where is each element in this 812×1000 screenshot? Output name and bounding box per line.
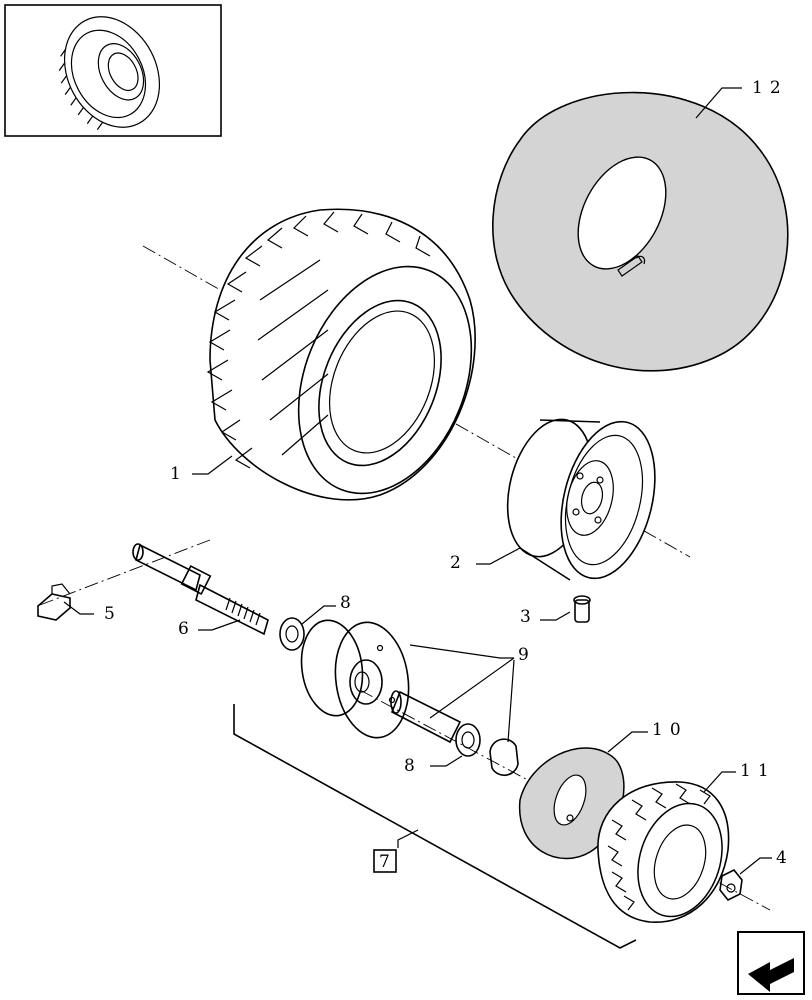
inner-tube [492, 91, 789, 372]
callout-6: 6 [178, 619, 196, 639]
next-page-arrow-icon[interactable] [737, 931, 805, 995]
dust-cap [489, 738, 519, 777]
callout-4: 4 [776, 848, 794, 868]
callout-11: 11 [740, 761, 776, 781]
nut [719, 868, 743, 902]
wheel-rim [506, 418, 656, 581]
bearing-upper [279, 617, 305, 651]
small-tire [597, 781, 730, 923]
spacer-tube [390, 690, 462, 744]
callout-3: 3 [520, 607, 538, 627]
callout-7-box: 7 [373, 849, 397, 873]
callout-5: 5 [104, 604, 122, 624]
callout-12: 12 [752, 78, 788, 98]
leader-lines [63, 87, 772, 875]
callout-10: 10 [652, 720, 688, 740]
callout-7: 7 [379, 852, 390, 872]
axle-shaft [132, 543, 269, 636]
hub [300, 619, 410, 739]
callout-9: 9 [518, 645, 536, 665]
callout-8-lower: 8 [404, 756, 422, 776]
main-tire [206, 208, 476, 501]
callout-8-upper: 8 [340, 593, 358, 613]
callout-1: 1 [170, 464, 188, 484]
callout-2: 2 [450, 553, 468, 573]
valve [573, 595, 591, 623]
tire-thumbnail-icon[interactable] [4, 0, 222, 147]
bearing-lower [455, 723, 481, 757]
bracket [37, 583, 71, 621]
